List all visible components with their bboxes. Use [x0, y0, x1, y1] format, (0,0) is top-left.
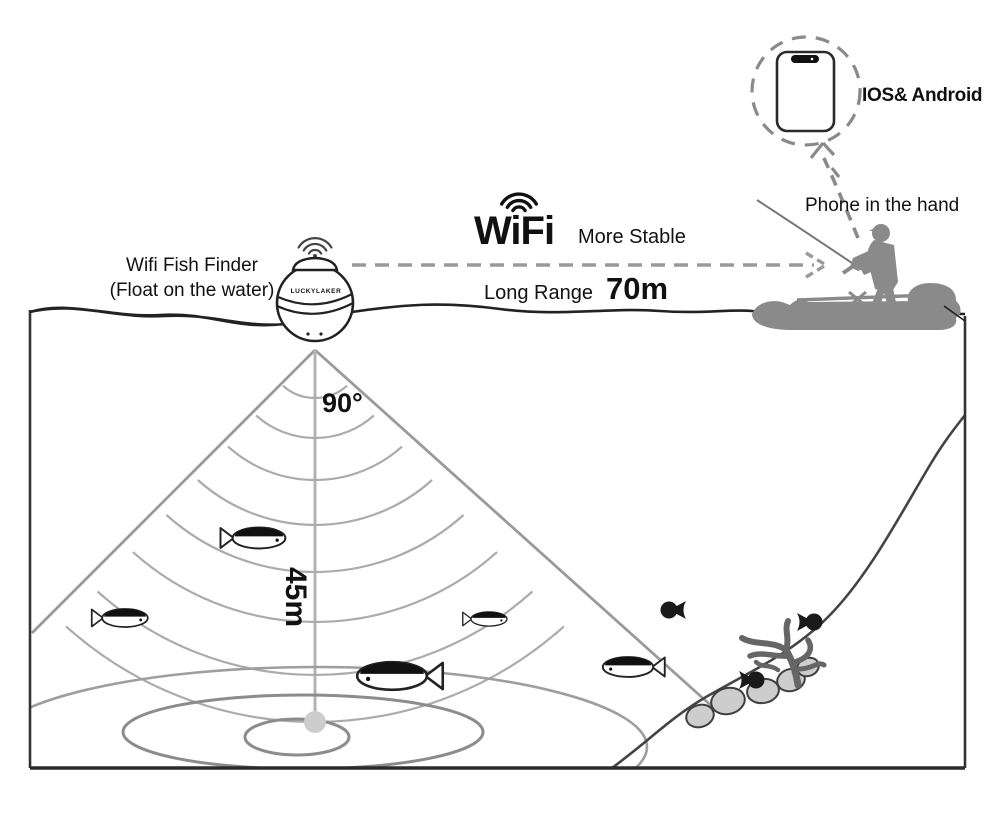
phone-notch: [791, 55, 819, 63]
app-phone-group: [750, 35, 862, 147]
sonar-cone: [31, 348, 717, 722]
fishing-rod: [756, 199, 853, 264]
fish-icon: [90, 608, 149, 628]
device-label-line1: Wifi Fish Finder: [126, 255, 258, 276]
wifi-logo-text: WiFi: [474, 209, 555, 253]
phone-arrow: [809, 141, 860, 239]
fish-finder-buoy-icon: LUCKYLAKER: [275, 237, 355, 343]
range-label: Long Range: [484, 282, 593, 304]
rocks: [685, 656, 820, 729]
beam-angle-label: 90°: [322, 388, 363, 418]
range-value: 70m: [606, 271, 669, 306]
fish-icon: [660, 601, 686, 619]
sonar-bottom-ellipses: [30, 665, 649, 768]
underwater-scene: [30, 348, 965, 768]
phone-note: Phone in the hand: [805, 195, 960, 216]
stability-note: More Stable: [578, 226, 686, 248]
terrain-slope: [611, 414, 965, 768]
sonar-beam-arcs: [65, 384, 565, 724]
beam-center-dot: [304, 711, 326, 733]
fish-icon: [797, 613, 823, 631]
wifi-signal-icon: [297, 237, 333, 258]
wifi-logo-arcs-icon: [500, 192, 538, 213]
fish-icon: [739, 671, 765, 689]
kayak-hull: [752, 293, 961, 330]
buoy-cap: [291, 256, 339, 272]
seaweed-plant-icon: [739, 618, 827, 689]
fish-icon: [462, 611, 508, 627]
platforms-label: IOS& Android: [862, 85, 983, 106]
fish-icon: [219, 526, 287, 550]
fisherman-kayak-icon: [752, 199, 966, 330]
fish-icon: [601, 656, 666, 678]
buoy-brand-text: LUCKYLAKER: [291, 288, 342, 295]
wifi-range-arrow: [352, 251, 827, 279]
smartphone-icon: [775, 50, 836, 133]
device-label: Wifi Fish Finder (Float on the water): [92, 253, 292, 303]
fish-icon: [355, 660, 445, 692]
depth-range-label: 45m: [279, 566, 312, 628]
fish-school: [90, 526, 823, 692]
device-label-line2: (Float on the water): [109, 280, 275, 301]
frame-border: [28, 310, 967, 770]
dashed-circle: [750, 35, 862, 147]
